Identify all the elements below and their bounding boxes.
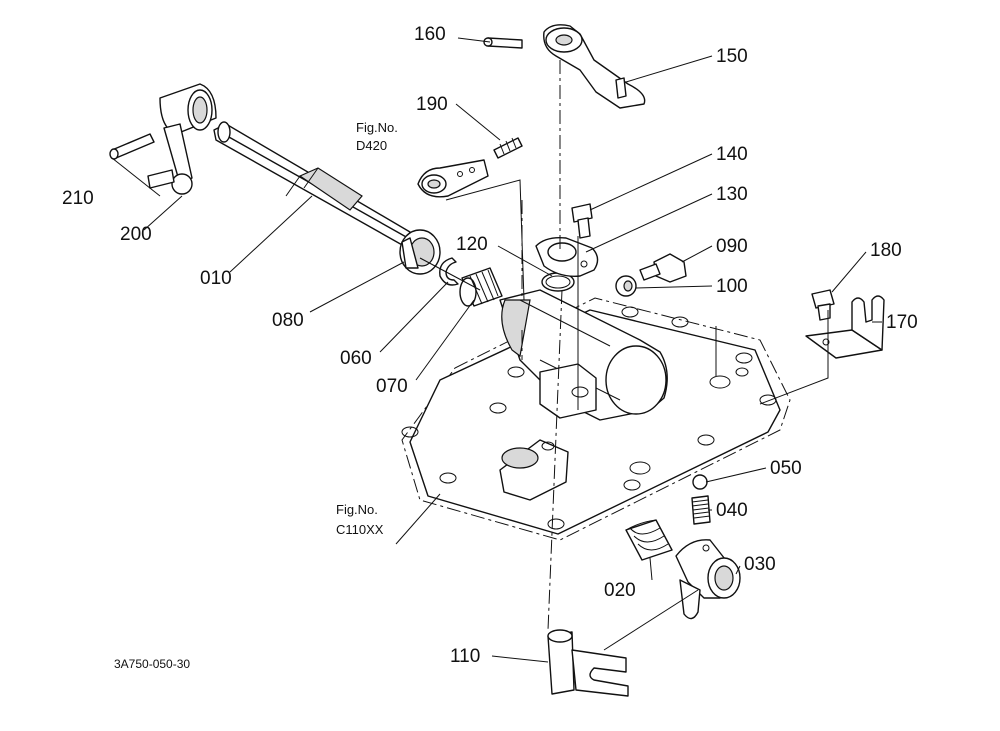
callout-090: 090 [716,236,748,257]
callout-070: 070 [376,376,408,397]
leader-lines [111,37,882,663]
callout-060: 060 [340,348,372,369]
alignment-lines [419,60,829,651]
callout-010: 010 [200,268,232,289]
fig-ref-c110xx-line2: C110XX [336,522,384,537]
callout-150: 150 [716,46,748,67]
washer-100 [615,275,637,297]
fig-ref-d420-line1: Fig.No. [356,120,398,135]
needle-bearing-070 [459,267,503,307]
valve-housing [499,289,668,501]
callout-180: 180 [870,240,902,261]
callout-120: 120 [456,234,488,255]
fig-ref-c110xx: Fig.No. C110XX [336,502,384,537]
lever-030 [675,539,741,620]
spring-020 [625,519,673,561]
callout-140: 140 [716,144,748,165]
circlip-060 [439,257,459,286]
callout-050: 050 [770,458,802,479]
callout-110: 110 [450,646,480,667]
callout-160: 160 [414,24,446,45]
pin-190 [493,137,523,159]
callout-030: 030 [744,554,776,575]
bearing-080 [399,229,441,275]
callout-210: 210 [62,188,94,209]
fork-shaft-110 [547,629,629,697]
flange-130 [535,236,599,277]
fig-ref-d420-line2: D420 [356,138,387,153]
callout-170: 170 [886,312,918,333]
drawing-code: 3A750-050-30 [114,657,190,671]
bolt-140 [571,203,593,239]
callout-200: 200 [120,224,152,245]
callout-labels: 160 150 190 140 130 120 090 180 100 170 … [62,24,918,667]
callout-020: 020 [604,580,636,601]
callout-190: 190 [416,94,448,115]
lever-arm-200 [147,83,217,195]
spring-040 [691,495,711,525]
callout-100: 100 [716,276,748,297]
callout-040: 040 [716,500,748,521]
arm-150 [543,24,646,109]
link-d420 [417,159,489,198]
callout-080: 080 [272,310,304,331]
pin-210 [109,133,155,160]
bracket-170 [805,295,885,359]
fig-ref-d420: Fig.No. D420 [356,120,398,153]
ball-050 [692,474,708,490]
bolt-090 [639,253,687,283]
pin-160 [483,37,523,49]
bolt-180 [811,289,835,321]
callout-130: 130 [716,184,748,205]
fig-ref-c110xx-line1: Fig.No. [336,502,378,517]
